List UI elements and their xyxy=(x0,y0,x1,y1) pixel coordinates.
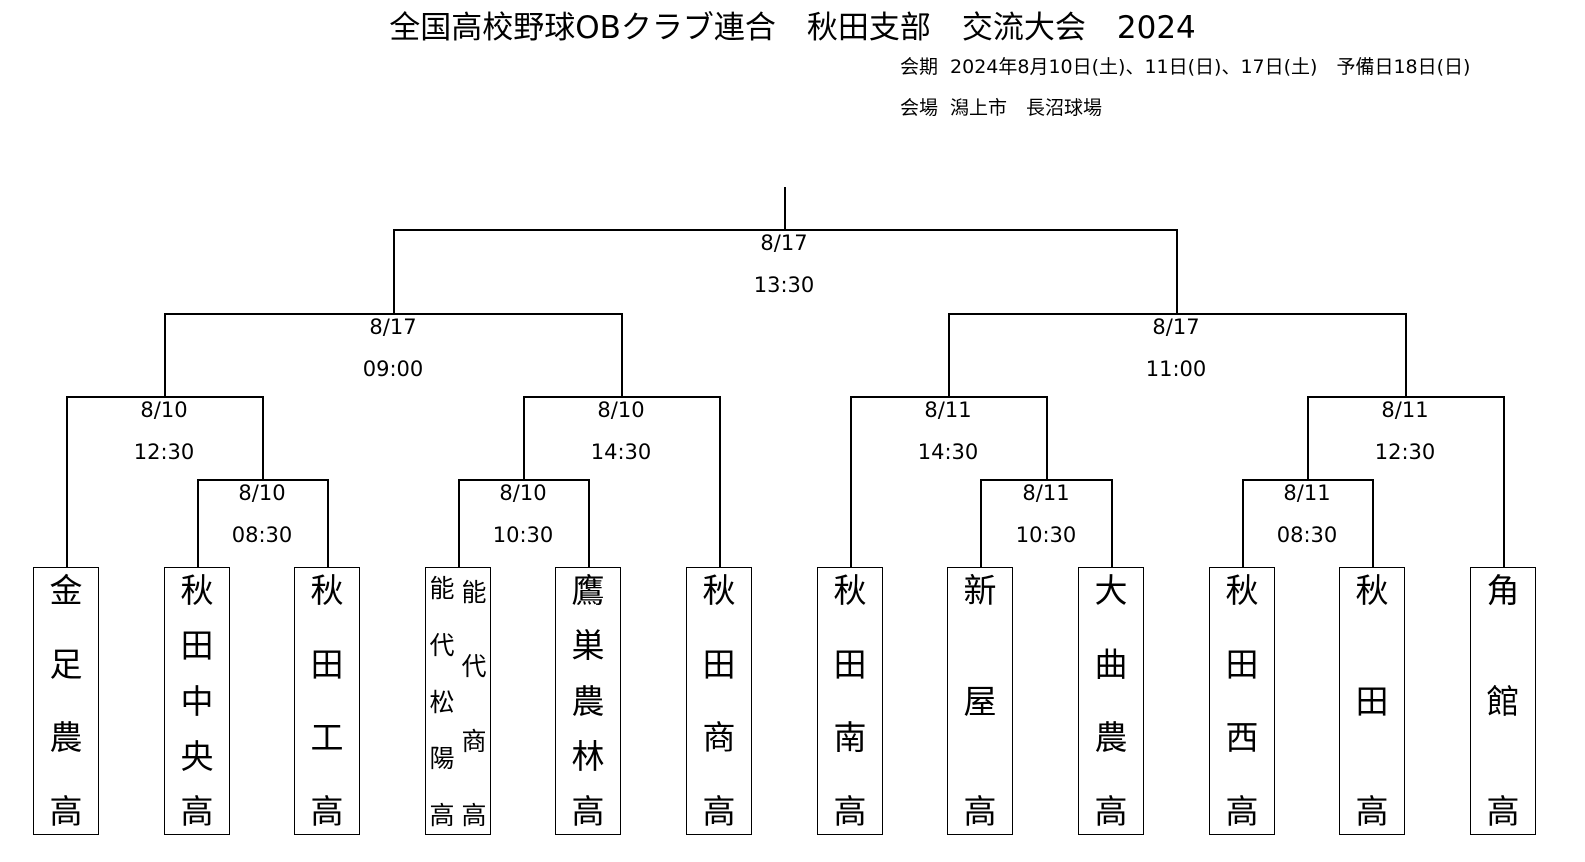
period-label: 会期 xyxy=(900,56,939,78)
team-name: 鷹巣農林高 xyxy=(571,571,605,831)
match-time: 13:30 xyxy=(753,273,815,297)
bracket-line xyxy=(523,396,721,398)
team-name: 秋田商高 xyxy=(702,571,736,831)
match-date: 8/17 xyxy=(760,231,808,255)
match-date: 8/17 xyxy=(1152,315,1200,339)
bracket-line xyxy=(262,396,264,479)
bracket-line xyxy=(980,479,982,567)
team-box: 秋田商高 xyxy=(686,567,752,835)
bracket-line xyxy=(1405,313,1407,396)
team-box: 角館高 xyxy=(1470,567,1536,835)
team-name: 金足農高 xyxy=(49,571,83,831)
bracket-line xyxy=(588,479,590,567)
bracket-line xyxy=(980,479,1113,481)
match-time: 14:30 xyxy=(917,440,979,464)
bracket-line xyxy=(66,396,68,567)
bracket-line xyxy=(458,479,460,567)
bracket-line xyxy=(850,396,1048,398)
match-date: 8/11 xyxy=(1283,481,1331,505)
team-box: 大曲農高 xyxy=(1078,567,1144,835)
bracket-line xyxy=(719,396,721,567)
team-name: 秋田西高 xyxy=(1225,571,1259,831)
bracket-line xyxy=(327,479,329,567)
team-box: 金足農高 xyxy=(33,567,99,835)
bracket-line xyxy=(523,396,525,479)
bracket-line xyxy=(197,479,329,481)
bracket-line xyxy=(1176,229,1178,313)
match-time: 08:30 xyxy=(231,523,293,547)
match-date: 8/10 xyxy=(238,481,286,505)
bracket-line xyxy=(1307,396,1505,398)
tournament-venue: 会場潟上市 長沼球場 xyxy=(900,93,1102,120)
bracket-line xyxy=(1242,479,1244,567)
match-time: 08:30 xyxy=(1276,523,1338,547)
team-name: 秋田工高 xyxy=(310,571,344,831)
bracket-line xyxy=(1046,396,1048,479)
bracket-line xyxy=(1111,479,1113,567)
bracket-line xyxy=(621,313,623,396)
bracket-line xyxy=(66,396,264,398)
bracket-line xyxy=(1372,479,1374,567)
match-date: 8/11 xyxy=(1381,398,1429,422)
team-box: 秋田高 xyxy=(1339,567,1405,835)
team-box: 秋田南高 xyxy=(817,567,883,835)
team-name: 新屋高 xyxy=(963,571,997,831)
match-time: 09:00 xyxy=(362,357,424,381)
bracket-line xyxy=(458,479,590,481)
page-title: 全国高校野球OBクラブ連合 秋田支部 交流大会 2024 xyxy=(389,10,1196,46)
bracket-line xyxy=(1242,479,1374,481)
match-date: 8/11 xyxy=(1022,481,1070,505)
tournament-period: 会期 2024年8月10日(土)、11日(日)、17日(土) 予備日18日(日) xyxy=(900,52,1470,79)
team-box: 能代松陽高能代商高 xyxy=(425,567,491,835)
match-time: 12:30 xyxy=(133,440,195,464)
bracket-line xyxy=(948,313,1407,315)
team-name: 秋田南高 xyxy=(833,571,867,831)
bracket-line xyxy=(164,313,166,396)
team-name: 秋田高 xyxy=(1355,571,1389,831)
bracket-line xyxy=(784,187,786,229)
period-value: 2024年8月10日(土)、11日(日)、17日(土) 予備日18日(日) xyxy=(950,56,1471,78)
match-date: 8/10 xyxy=(597,398,645,422)
match-date: 8/11 xyxy=(924,398,972,422)
team-box: 秋田工高 xyxy=(294,567,360,835)
match-date: 8/10 xyxy=(499,481,547,505)
team-box: 鷹巣農林高 xyxy=(555,567,621,835)
venue-label: 会場 xyxy=(900,97,939,119)
match-time: 11:00 xyxy=(1145,357,1207,381)
match-time: 14:30 xyxy=(590,440,652,464)
match-date: 8/17 xyxy=(369,315,417,339)
team-name: 大曲農高 xyxy=(1094,571,1128,831)
bracket-line xyxy=(850,396,852,567)
team-box: 秋田西高 xyxy=(1209,567,1275,835)
bracket-line xyxy=(393,229,395,313)
bracket-line xyxy=(164,313,623,315)
match-time: 12:30 xyxy=(1374,440,1436,464)
bracket-line xyxy=(197,479,199,567)
match-date: 8/10 xyxy=(140,398,188,422)
bracket-line xyxy=(948,313,950,396)
match-time: 10:30 xyxy=(492,523,554,547)
team-name: 角館高 xyxy=(1486,571,1520,831)
bracket-line xyxy=(393,229,1178,231)
team-name: 秋田中央高 xyxy=(180,571,214,831)
match-time: 10:30 xyxy=(1015,523,1077,547)
team-box: 秋田中央高 xyxy=(164,567,230,835)
bracket-line xyxy=(1503,396,1505,567)
team-box: 新屋高 xyxy=(947,567,1013,835)
venue-value: 潟上市 長沼球場 xyxy=(950,97,1103,119)
bracket-line xyxy=(1307,396,1309,479)
team-name-right: 能代商高 xyxy=(461,578,487,830)
team-name-left: 能代松陽高 xyxy=(429,574,455,830)
